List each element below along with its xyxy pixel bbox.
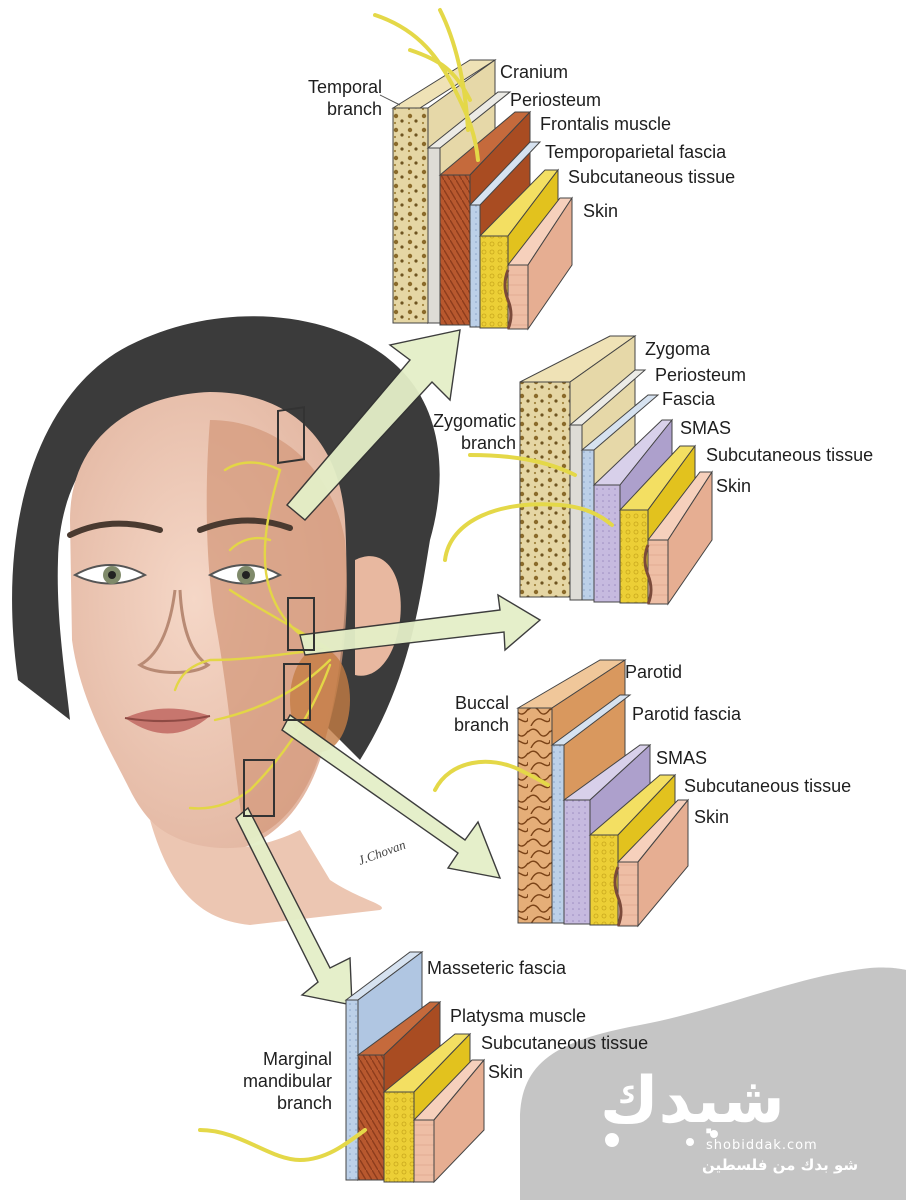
zygomatic-layer-block bbox=[519, 335, 713, 606]
subcutaneous-layer-zygomatic bbox=[619, 509, 649, 604]
label-skin-temporal: Skin bbox=[583, 201, 619, 221]
watermark-url: shobiddak.com bbox=[706, 1138, 818, 1153]
marginal-layer-block bbox=[344, 951, 486, 1184]
temporal-nerve bbox=[373, 8, 480, 162]
box-temporal bbox=[277, 406, 305, 465]
watermark-dots bbox=[605, 1130, 718, 1147]
label-smas-zygomatic: SMAS bbox=[680, 418, 732, 438]
label-fascia-zygomatic: Fascia bbox=[662, 389, 716, 409]
box-buccal bbox=[283, 663, 311, 721]
frontalis-muscle-layer bbox=[439, 174, 471, 326]
label-parotid: Parotid bbox=[625, 662, 683, 682]
temporoparietal-fascia-layer bbox=[469, 204, 481, 328]
arrow-zygomatic bbox=[299, 593, 542, 656]
box-zygomatic bbox=[287, 597, 315, 651]
watermark-brand: شبدك bbox=[600, 1064, 785, 1138]
left-eyebrow bbox=[67, 520, 163, 538]
parotid-layer bbox=[517, 707, 553, 924]
fascia-layer-zygomatic bbox=[581, 449, 595, 601]
region-boxes bbox=[243, 406, 315, 817]
periosteum-layer-zygomatic bbox=[569, 424, 583, 601]
label-platysma-muscle: Platysma muscle bbox=[450, 1006, 587, 1026]
label-smas-buccal: SMAS bbox=[656, 748, 708, 768]
label-periosteum-temporal: Periosteum bbox=[510, 90, 602, 110]
watermark-tagline: شو بدك من فلسطين bbox=[702, 1156, 859, 1174]
label-subcutaneous-buccal: Subcutaneous tissue bbox=[684, 776, 852, 796]
nose bbox=[137, 589, 211, 674]
label-skin-zygomatic: Skin bbox=[716, 476, 752, 496]
label-masseteric-fascia: Masseteric fascia bbox=[427, 958, 567, 978]
marginal-nerve bbox=[198, 1128, 367, 1163]
parotid-fascia-layer bbox=[551, 744, 565, 924]
smas-layer-buccal bbox=[563, 799, 591, 925]
magnification-arrows bbox=[235, 329, 542, 1006]
label-parotid-fascia: Parotid fascia bbox=[632, 704, 742, 724]
cranium-layer bbox=[392, 107, 429, 324]
zygomatic-nerve bbox=[443, 453, 614, 562]
buccal-nerve bbox=[433, 759, 550, 792]
label-subcutaneous-zygomatic: Subcutaneous tissue bbox=[706, 445, 874, 465]
subcutaneous-layer-buccal bbox=[589, 834, 619, 926]
right-eyebrow bbox=[197, 517, 293, 533]
buccal-layer-block bbox=[516, 659, 690, 928]
periosteum-layer bbox=[427, 147, 441, 324]
leader-lines bbox=[379, 94, 401, 106]
box-marginal bbox=[243, 759, 275, 817]
arrow-marginal bbox=[235, 806, 353, 1006]
masseteric-fascia-layer bbox=[345, 999, 359, 1181]
label-subcutaneous-marginal: Subcutaneous tissue bbox=[481, 1033, 649, 1053]
arrow-buccal bbox=[281, 713, 502, 879]
label-skin-marginal: Skin bbox=[488, 1062, 524, 1082]
subcutaneous-layer-marginal bbox=[383, 1091, 415, 1183]
label-subcutaneous-temporal: Subcutaneous tissue bbox=[568, 167, 736, 187]
label-temporoparietal-fascia: Temporoparietal fascia bbox=[545, 142, 727, 162]
temporal-layer-block bbox=[391, 59, 573, 331]
zygoma-layer bbox=[519, 381, 571, 598]
arrow-temporal bbox=[286, 329, 461, 521]
label-zygoma: Zygoma bbox=[645, 339, 711, 359]
artist-signature: J.Chovan bbox=[356, 837, 408, 868]
smas-layer-zygomatic bbox=[593, 484, 621, 603]
platysma-muscle-layer bbox=[357, 1054, 385, 1181]
label-cranium: Cranium bbox=[500, 62, 569, 82]
label-skin-buccal: Skin bbox=[694, 807, 730, 827]
skin-layer-marginal bbox=[413, 1119, 435, 1183]
label-periosteum-zygomatic: Periosteum bbox=[655, 365, 747, 385]
label-frontalis-muscle: Frontalis muscle bbox=[540, 114, 672, 134]
